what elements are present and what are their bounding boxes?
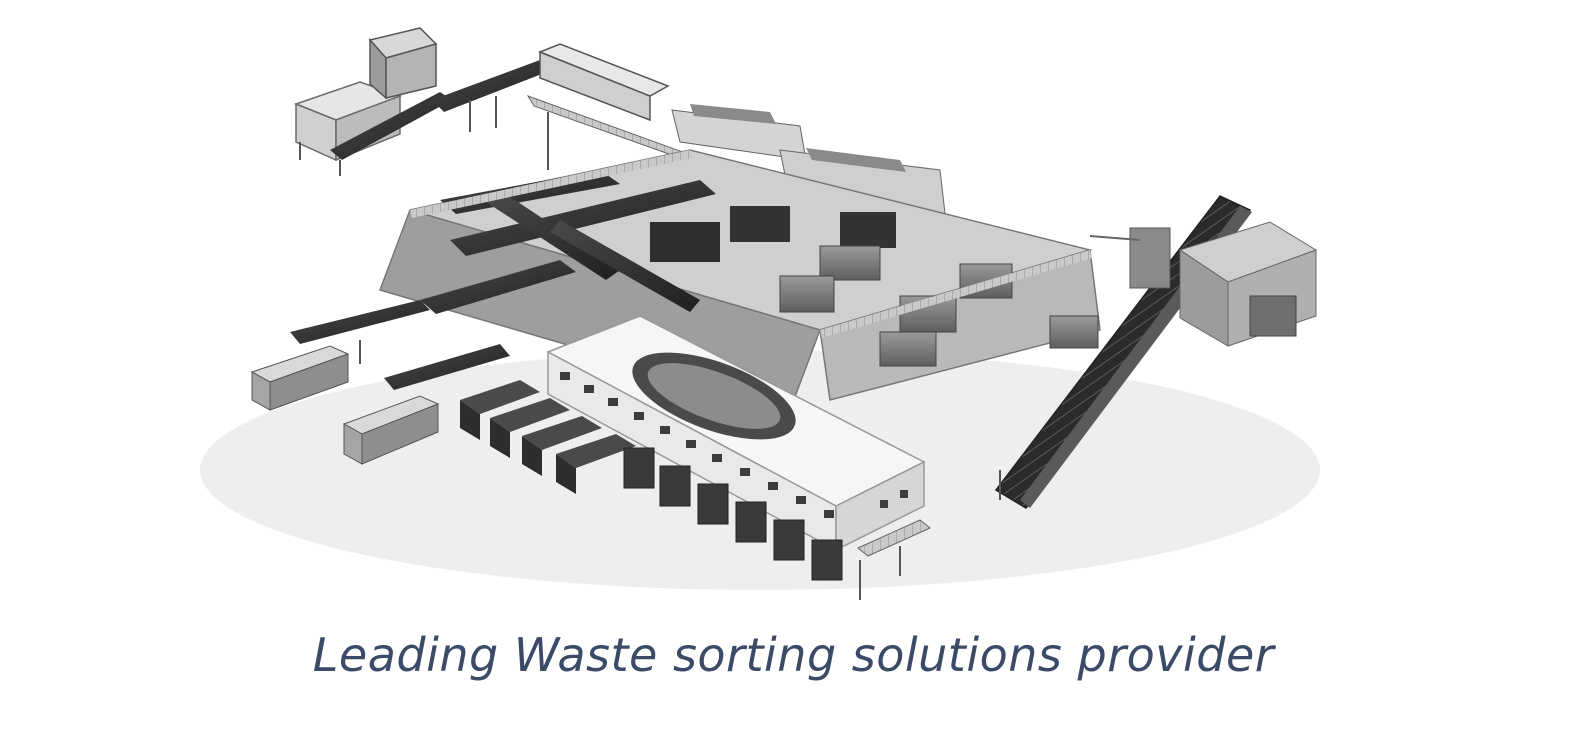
storage-bunkers bbox=[460, 380, 636, 494]
left-discharge bbox=[250, 300, 510, 465]
sorting-deck bbox=[379, 149, 1101, 411]
support-columns bbox=[359, 96, 1001, 500]
access-stairs bbox=[857, 519, 931, 600]
sorting-plant-illustration bbox=[200, 27, 1320, 600]
loading-bays bbox=[623, 447, 843, 581]
office-building bbox=[546, 315, 926, 552]
tagline: Leading Waste sorting solutions provider bbox=[312, 628, 1275, 682]
feed-hopper bbox=[293, 27, 438, 176]
baler-machine bbox=[1089, 221, 1318, 347]
